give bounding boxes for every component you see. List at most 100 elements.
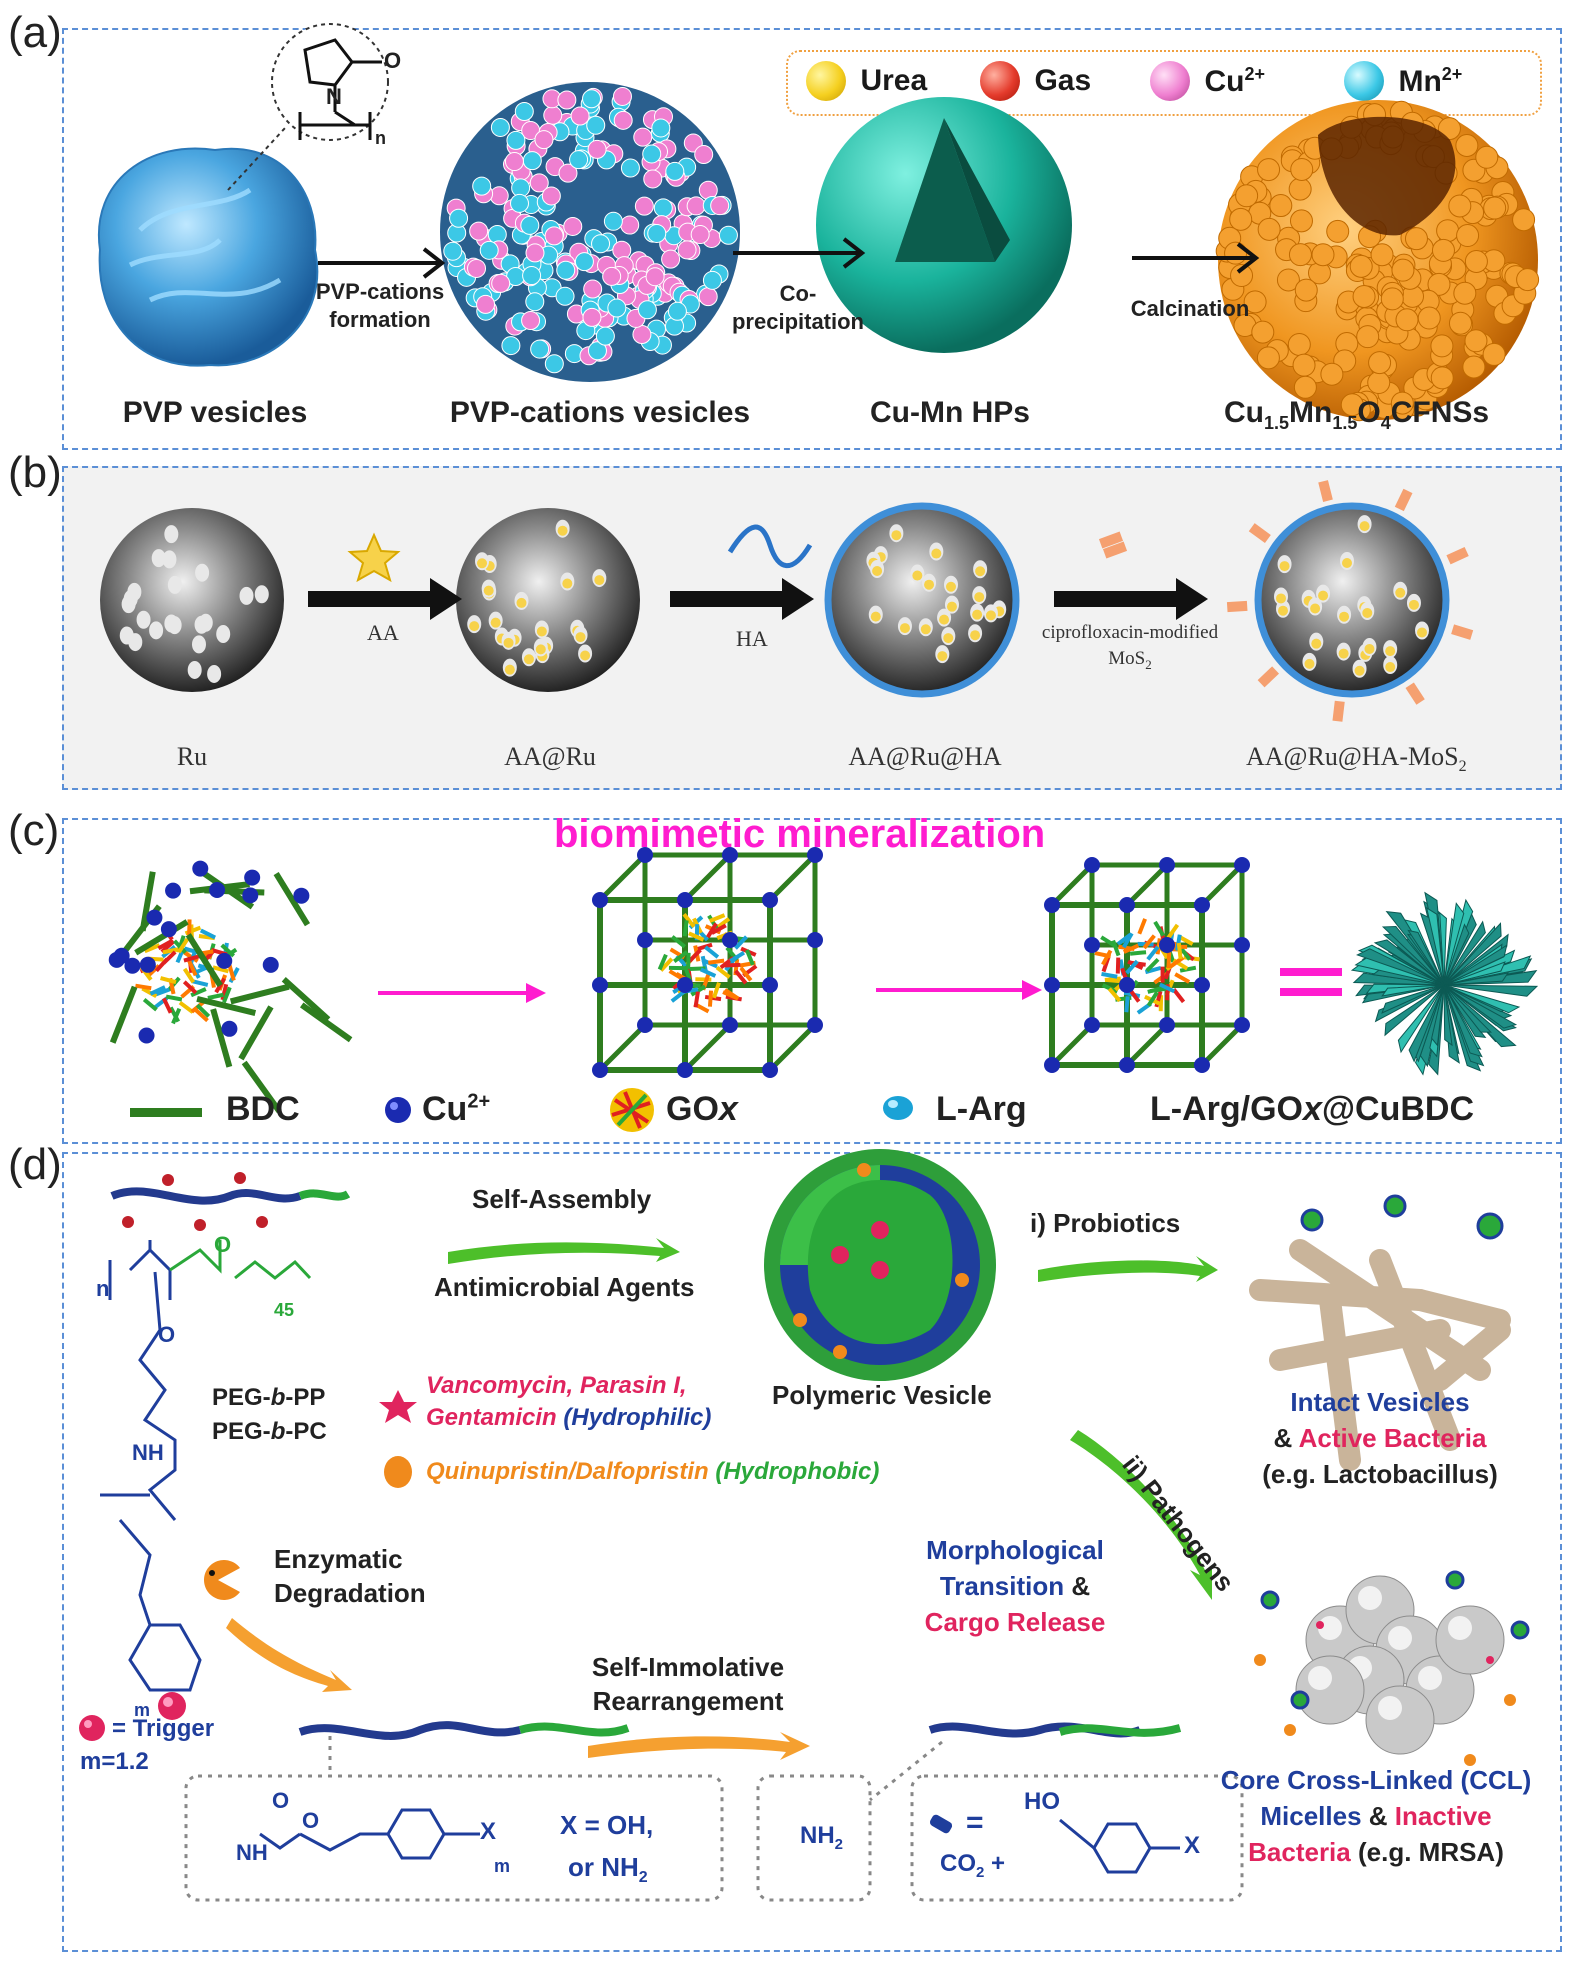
- polymer-chain-top: [110, 1187, 302, 1205]
- intact-vesicles-small: [1300, 1194, 1504, 1240]
- legend-cu: Cu2+: [1150, 61, 1265, 101]
- drug-star-icon: [379, 1390, 417, 1423]
- polymer-structure: [100, 1240, 202, 1692]
- legend-product: L-Arg/GOx@CuBDC: [1150, 1090, 1475, 1128]
- box3-benzene: [1092, 1822, 1152, 1874]
- panel-c-title: biomimetic mineralization: [554, 812, 1046, 856]
- legend-urea: Urea: [806, 61, 927, 101]
- mos2-decorations: [1226, 480, 1474, 722]
- panel-a-graphics: [97, 23, 1540, 422]
- gas-ball: [980, 61, 1020, 101]
- legend-mn: Mn2+: [1344, 61, 1462, 101]
- box1-benzene: [386, 1808, 446, 1860]
- mn-label: Mn2+: [1398, 63, 1463, 98]
- panel-a-legend: [786, 50, 1542, 116]
- cation-dots: [443, 86, 738, 374]
- arrow-mos2: [1054, 578, 1208, 620]
- urea-label: Urea: [860, 64, 928, 97]
- legend-larg: L-Arg: [936, 1090, 1027, 1128]
- arrow-aa-label: AA: [367, 620, 399, 645]
- stage-cfnss: Cu1.5Mn1.5O4CFNSs: [1224, 396, 1490, 433]
- sphere-pores: [119, 515, 1429, 683]
- box1-o-top: O: [272, 1788, 290, 1813]
- urea-ball: [806, 61, 846, 101]
- box1-m: m: [494, 1856, 511, 1876]
- hydrophilic-drugs: Vancomycin, Parasin I, Gentamicin (Hydro…: [426, 1372, 712, 1431]
- box1-o-mid: O: [302, 1808, 320, 1833]
- arrow-aa: [308, 578, 462, 620]
- label-nh: NH: [132, 1440, 164, 1465]
- peg-structure: [169, 1240, 312, 1280]
- legend-gas: Gas: [980, 61, 1091, 101]
- box1-or: or NH2: [568, 1852, 648, 1887]
- byproduct-box: [910, 1774, 1244, 1902]
- arrow-coprecipitation: [733, 237, 866, 269]
- panel-b-graphics: [100, 480, 1474, 722]
- monomer-zoom-circle: [271, 23, 389, 141]
- arrow-a2-label: Co-precipitation: [731, 281, 864, 334]
- arrow-pvp-cations: [318, 247, 446, 279]
- stage-cu-mn-hps: Cu-Mn HPs: [870, 396, 1030, 429]
- m-value-label: m=1.2: [80, 1748, 149, 1775]
- polymeric-vesicle-label: Polymeric Vesicle: [772, 1380, 992, 1410]
- fragment-icon: [929, 1814, 953, 1834]
- self-assembly-label: Self-Assembly: [472, 1184, 652, 1214]
- stage-aa-ru-ha-mos2: AA@Ru@HA-MoS2: [1246, 742, 1467, 776]
- polymer-chain-middle: [298, 1721, 521, 1740]
- ccl-label: Core Cross-Linked (CCL) Micelles & Inact…: [1220, 1765, 1532, 1867]
- lactobacillus-rods: [1249, 1239, 1511, 1471]
- antimicrobial-label: Antimicrobial Agents: [434, 1272, 695, 1302]
- probiotics-arrow: [1038, 1256, 1218, 1282]
- ru-sphere: [100, 508, 284, 692]
- probiotics-label: i) Probiotics: [1030, 1208, 1181, 1238]
- panel-c-letter: (c): [8, 806, 60, 855]
- label-o-blue: O: [158, 1322, 176, 1347]
- box2-nh2: NH2: [800, 1822, 844, 1853]
- pvp-vesicle: [97, 147, 319, 367]
- enzyme-icon: [204, 1560, 240, 1600]
- mn-ball: [1344, 61, 1384, 101]
- stage-aa-ru: AA@Ru: [504, 742, 596, 771]
- box1-x: X: [480, 1818, 497, 1845]
- equals-sign: [1280, 968, 1342, 996]
- arrow-ha: [670, 578, 814, 620]
- stage-ru: Ru: [176, 742, 208, 771]
- bdc-legend-bar: [130, 1108, 202, 1117]
- monomer-sub-n: n: [375, 128, 386, 148]
- stage-pvp-cations-vesicles: PVP-cations vesicles: [449, 396, 751, 429]
- mof-structures: [108, 847, 1250, 1113]
- label-n: n: [96, 1276, 110, 1301]
- arrow-c2: [876, 980, 1042, 1000]
- box1-x-eq: X = OH,: [560, 1810, 654, 1840]
- monomer-o-label: O: [384, 48, 402, 73]
- peg-b-pc: PEG-b-PC: [212, 1418, 327, 1445]
- panel-c-graphics: [108, 847, 1539, 1132]
- trigger-ball-legend: [79, 1715, 105, 1741]
- ccl-micelle-cluster: [1254, 1570, 1530, 1766]
- box3-eq: =: [966, 1806, 984, 1839]
- pathogens-arrow: [1070, 1430, 1212, 1600]
- aa-ru-ha-mos2-sphere: [1254, 502, 1450, 698]
- panel-d-letter: (d): [8, 1140, 62, 1189]
- label-45: 45: [274, 1300, 295, 1320]
- arrow-a3-label: Calcination: [1130, 296, 1250, 321]
- legend-gox: GOx: [666, 1090, 738, 1128]
- morphological-label: Morphological Transition & Cargo Release: [924, 1535, 1106, 1637]
- stage-pvp-vesicles: PVP vesicles: [122, 396, 308, 429]
- amine-box: [756, 1774, 872, 1902]
- mechanism-box: [184, 1774, 724, 1902]
- hydrophobic-drugs: Quinupristin/Dalfopristin (Hydrophobic): [426, 1458, 880, 1485]
- arrow-calcination: [1132, 242, 1260, 274]
- cu-ball: [1150, 61, 1190, 101]
- ha-wave: [727, 524, 813, 569]
- arrow-c1: [378, 983, 546, 1003]
- self-immolative-label: Self-Immolative Rearrangement: [591, 1652, 785, 1716]
- panel-a-letter: (a): [8, 8, 62, 57]
- aa-star: [347, 532, 401, 583]
- arrow-mos2-label: ciprofloxacin-modified MoS2: [1041, 622, 1219, 672]
- box1-nh: NH: [236, 1840, 268, 1865]
- gas-label: Gas: [1034, 64, 1092, 97]
- panel-a-frame: [62, 28, 1562, 450]
